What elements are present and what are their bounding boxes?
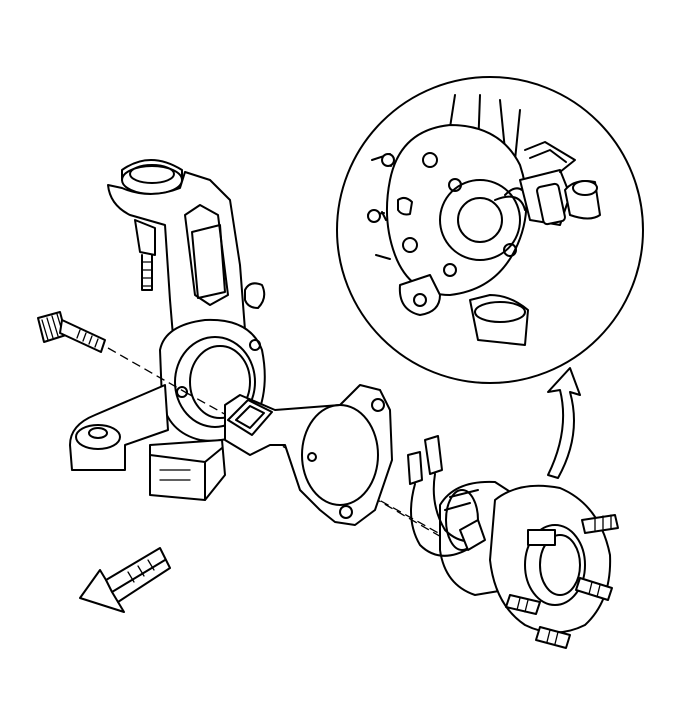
hub-bolt — [37, 311, 106, 353]
detail-hub-view — [367, 94, 601, 346]
wheel-studs — [505, 514, 619, 649]
callout-pointer-arrow — [547, 367, 581, 479]
forward-arrow — [79, 547, 171, 613]
splash-shield — [224, 384, 393, 526]
steering-knuckle — [69, 159, 266, 501]
detail-callout — [336, 76, 644, 384]
wheel-speed-sensor-harness — [407, 435, 486, 557]
wheel-hub-bearing — [439, 480, 619, 649]
